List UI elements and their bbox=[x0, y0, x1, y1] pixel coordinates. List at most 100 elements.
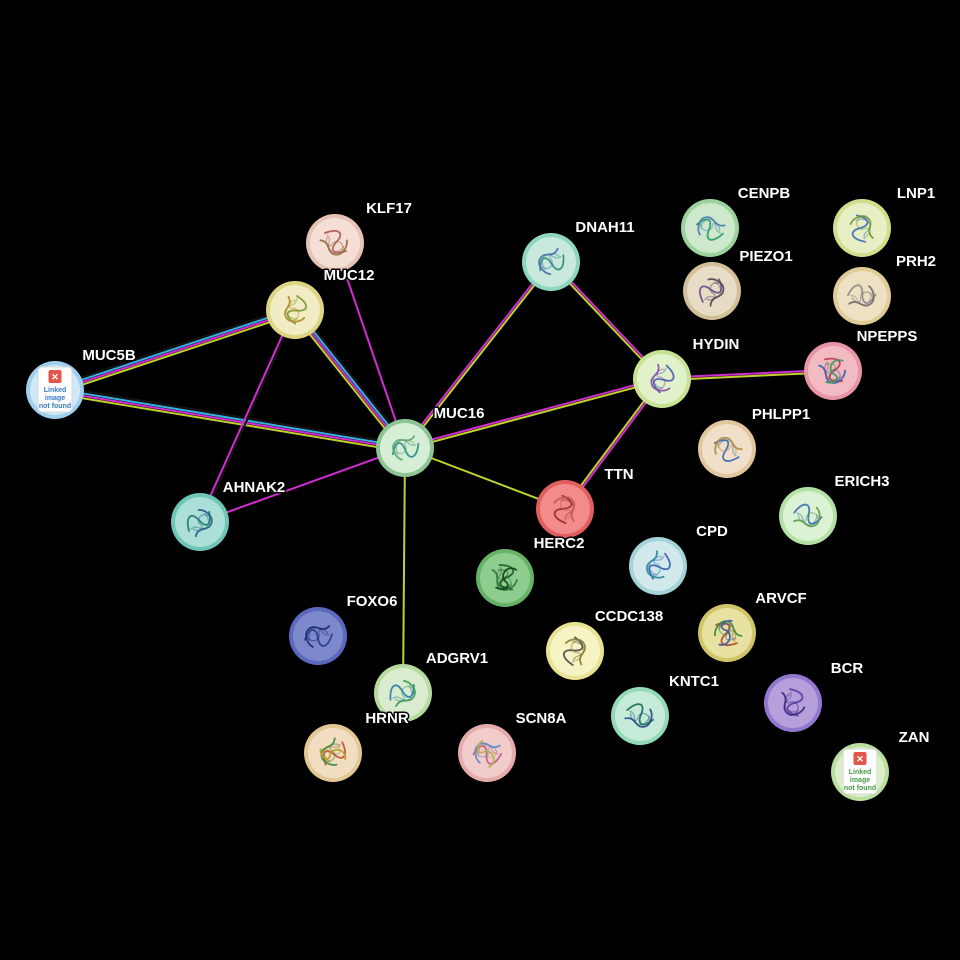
edge-muc16-adgrv1[interactable] bbox=[402, 447, 406, 694]
node-hrnr[interactable] bbox=[304, 724, 362, 782]
edge-strand-coexpression bbox=[53, 305, 295, 388]
protein-structure-thumbnail bbox=[713, 436, 743, 462]
node-muc12[interactable] bbox=[266, 281, 324, 339]
edge-strand-textmining bbox=[55, 312, 297, 395]
broken-image-x-icon bbox=[48, 370, 62, 383]
node-label-cpd: CPD bbox=[696, 523, 728, 540]
node-cenpb[interactable] bbox=[681, 199, 739, 257]
edge-strand-databases bbox=[55, 387, 406, 448]
edge-strand-databases bbox=[54, 307, 295, 390]
node-label-hydin: HYDIN bbox=[693, 336, 740, 353]
node-label-cenpb: CENPB bbox=[738, 185, 791, 202]
protein-structure-thumbnail bbox=[186, 509, 213, 538]
node-label-zan: ZAN bbox=[899, 729, 930, 746]
broken-image-alt-text: not found bbox=[844, 785, 876, 792]
edge-strand-experiments bbox=[404, 376, 662, 448]
protein-structure-thumbnail bbox=[284, 295, 307, 325]
protein-structure-thumbnail bbox=[624, 703, 654, 728]
edge-strand-experiments bbox=[403, 260, 551, 448]
edge-muc16-klf17[interactable] bbox=[334, 242, 406, 449]
placeholder-box bbox=[37, 366, 73, 413]
edge-strand-coexpression bbox=[200, 310, 298, 523]
protein-structure-thumbnail bbox=[781, 688, 806, 717]
edge-muc16-hydin[interactable] bbox=[404, 376, 663, 451]
node-piezo1[interactable] bbox=[683, 262, 741, 320]
protein-structure-thumbnail bbox=[472, 739, 503, 768]
node-scn8a[interactable] bbox=[458, 724, 516, 782]
edge-strand-textmining bbox=[291, 311, 403, 451]
edge-strand-experiments bbox=[293, 310, 405, 450]
edge-muc5b-muc12[interactable] bbox=[53, 305, 297, 395]
node-label-ccdc138: CCDC138 bbox=[595, 608, 663, 625]
node-foxo6[interactable] bbox=[289, 607, 347, 665]
node-muc16[interactable] bbox=[376, 419, 434, 477]
node-label-bcr: BCR bbox=[831, 660, 864, 677]
node-phlpp1[interactable] bbox=[698, 420, 756, 478]
protein-structure-thumbnail bbox=[646, 550, 671, 580]
broken-image-x-icon bbox=[853, 752, 867, 765]
edge-muc16-dnah11[interactable] bbox=[403, 260, 553, 450]
node-ahnak2[interactable] bbox=[171, 493, 229, 551]
edge-strand-databases bbox=[295, 308, 407, 448]
node-erich3[interactable] bbox=[779, 487, 837, 545]
protein-structure-thumbnail bbox=[714, 619, 743, 646]
node-ttn[interactable] bbox=[536, 480, 594, 538]
edge-muc12-muc16[interactable] bbox=[291, 307, 409, 451]
protein-structure-thumbnail bbox=[538, 247, 565, 275]
node-lnp1[interactable] bbox=[833, 199, 891, 257]
edge-strand-coexpression bbox=[297, 307, 409, 447]
node-label-ahnak2: AHNAK2 bbox=[223, 479, 286, 496]
protein-structure-thumbnail bbox=[553, 494, 576, 525]
node-ccdc138[interactable] bbox=[546, 622, 604, 680]
broken-image-alt-text: image bbox=[850, 777, 870, 784]
protein-structure-thumbnail bbox=[818, 357, 846, 384]
edge-strand-textmining bbox=[405, 262, 553, 450]
protein-structure-thumbnail bbox=[389, 680, 416, 708]
edge-strand-experiments bbox=[197, 309, 295, 522]
edge-strand-experiments bbox=[55, 310, 296, 393]
node-npepps[interactable] bbox=[804, 342, 862, 400]
edge-muc5b-muc16[interactable] bbox=[54, 385, 406, 453]
node-prh2[interactable] bbox=[833, 267, 891, 325]
broken-image-alt-text: Linked bbox=[849, 769, 872, 776]
protein-structure-thumbnail bbox=[846, 284, 877, 307]
edge-strand-experiments bbox=[54, 390, 405, 451]
protein-structure-thumbnail bbox=[491, 564, 518, 591]
broken-image-alt-text: not found bbox=[39, 403, 71, 410]
edge-strand-experiments bbox=[334, 242, 406, 449]
edge-muc12-ahnak2[interactable] bbox=[197, 309, 298, 523]
node-bcr[interactable] bbox=[764, 674, 822, 732]
node-arvcf[interactable] bbox=[698, 604, 756, 662]
protein-structure-thumbnail bbox=[562, 636, 586, 666]
node-kntc1[interactable] bbox=[611, 687, 669, 745]
node-herc2[interactable] bbox=[476, 549, 534, 607]
node-label-dnah11: DNAH11 bbox=[575, 219, 634, 236]
edge-strand-textmining bbox=[405, 379, 663, 451]
node-label-piezo1: PIEZO1 bbox=[739, 248, 792, 265]
protein-structure-thumbnail bbox=[319, 737, 347, 766]
protein-structure-thumbnail bbox=[650, 363, 675, 394]
node-label-scn8a: SCN8A bbox=[516, 710, 567, 727]
protein-structure-thumbnail bbox=[699, 278, 725, 307]
node-adgrv1[interactable] bbox=[374, 664, 432, 722]
node-label-muc16: MUC16 bbox=[434, 405, 485, 422]
node-cpd[interactable] bbox=[629, 537, 687, 595]
edge-strand-textmining bbox=[54, 392, 405, 453]
node-hydin[interactable] bbox=[633, 350, 691, 408]
node-label-foxo6: FOXO6 bbox=[347, 593, 398, 610]
broken-image-alt-text: Linked bbox=[44, 387, 67, 394]
node-dnah11[interactable] bbox=[522, 233, 580, 291]
node-label-erich3: ERICH3 bbox=[834, 473, 889, 490]
node-klf17[interactable] bbox=[306, 214, 364, 272]
node-label-muc5b: MUC5B bbox=[82, 347, 136, 364]
node-label-hrnr: HRNR bbox=[365, 710, 408, 727]
broken-image-alt-text: image bbox=[45, 395, 65, 402]
edge-muc16-ahnak2[interactable] bbox=[199, 447, 406, 523]
broken-image-x-glyph: ✕ bbox=[856, 754, 864, 764]
